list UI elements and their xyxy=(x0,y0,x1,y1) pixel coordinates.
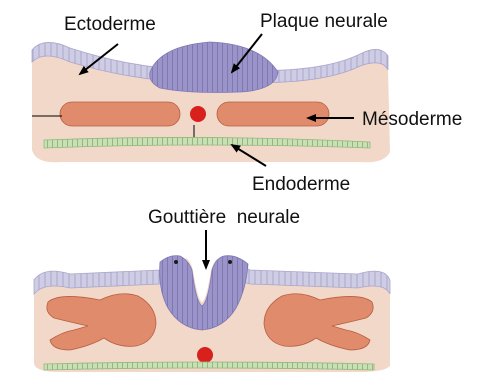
upper-neural-plate xyxy=(150,42,278,93)
label-mesoderm: Mésoderme xyxy=(362,109,462,130)
lower-fold-dot-right xyxy=(228,260,232,264)
label-endoderm: Endoderme xyxy=(252,174,350,195)
upper-section xyxy=(32,42,390,162)
label-neural-plate: Plaque neurale xyxy=(260,11,388,32)
upper-mesoderm-right xyxy=(217,102,329,126)
label-neural-groove: Gouttière neurale xyxy=(148,207,300,228)
lower-section xyxy=(34,256,390,372)
lower-fold-dot-left xyxy=(174,260,178,264)
upper-mesoderm-left xyxy=(60,102,180,126)
label-ectoderm: Ectoderme xyxy=(64,14,156,35)
lower-notochord xyxy=(197,347,213,363)
upper-notochord xyxy=(190,106,206,122)
